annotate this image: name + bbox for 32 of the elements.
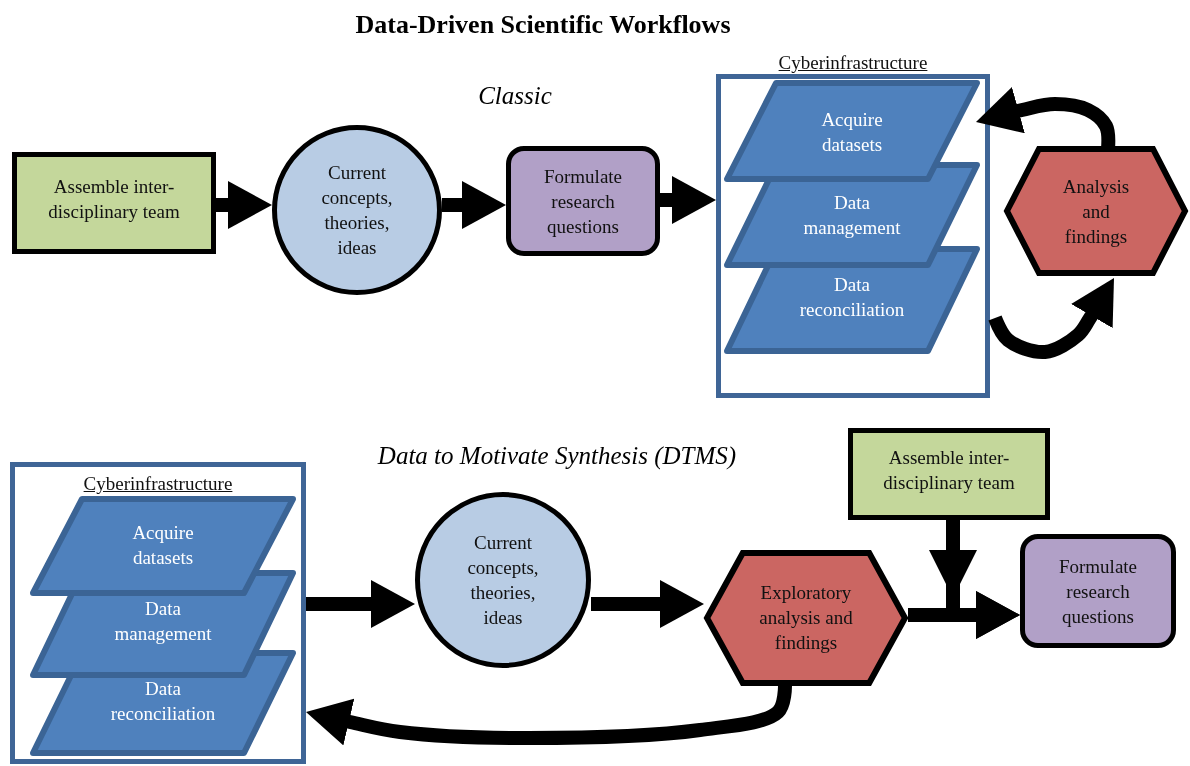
node-label: Data management: [113, 597, 213, 646]
group-container: [10, 462, 306, 764]
data-layer-shape: [30, 570, 296, 678]
section-label: Data to Motivate Synthesis (DTMS): [377, 442, 737, 470]
node-label: Acquire datasets: [820, 108, 884, 157]
data-layer-shape: [724, 246, 980, 354]
process-box: [506, 146, 660, 256]
container-heading: Cyberinfrastructure: [81, 473, 235, 495]
data-layer-shape: [724, 80, 980, 182]
node-label: Exploratory analysis and findings: [758, 581, 854, 655]
node-label: Current concepts, theories, ideas: [320, 161, 394, 260]
process-box: [1020, 534, 1176, 648]
data-layer-shape: [724, 162, 980, 268]
data-layer-shape: [30, 496, 296, 596]
section-label: Classic: [478, 82, 552, 110]
container-heading: Cyberinfrastructure: [776, 52, 930, 74]
data-layer-shape: [30, 650, 296, 756]
node-label: Analysis and findings: [1061, 175, 1131, 249]
node-label: Formulate research questions: [542, 165, 624, 239]
node-label: Current concepts, theories, ideas: [466, 531, 540, 630]
process-hexagon: [1004, 146, 1188, 276]
node-label: Data reconciliation: [109, 677, 217, 726]
node-label: Data management: [802, 191, 902, 240]
node-label: Formulate research questions: [1057, 555, 1139, 629]
diagram-title: Data-Driven Scientific Workflows: [355, 10, 731, 40]
node-label: Data reconciliation: [798, 273, 906, 322]
process-hexagon: [704, 550, 908, 686]
process-box: [12, 152, 216, 254]
node-label: Acquire datasets: [131, 521, 195, 570]
process-box: [848, 428, 1050, 520]
node-label: Assemble inter-disciplinary team: [47, 175, 181, 224]
node-label: Assemble inter-disciplinary team: [882, 446, 1016, 495]
